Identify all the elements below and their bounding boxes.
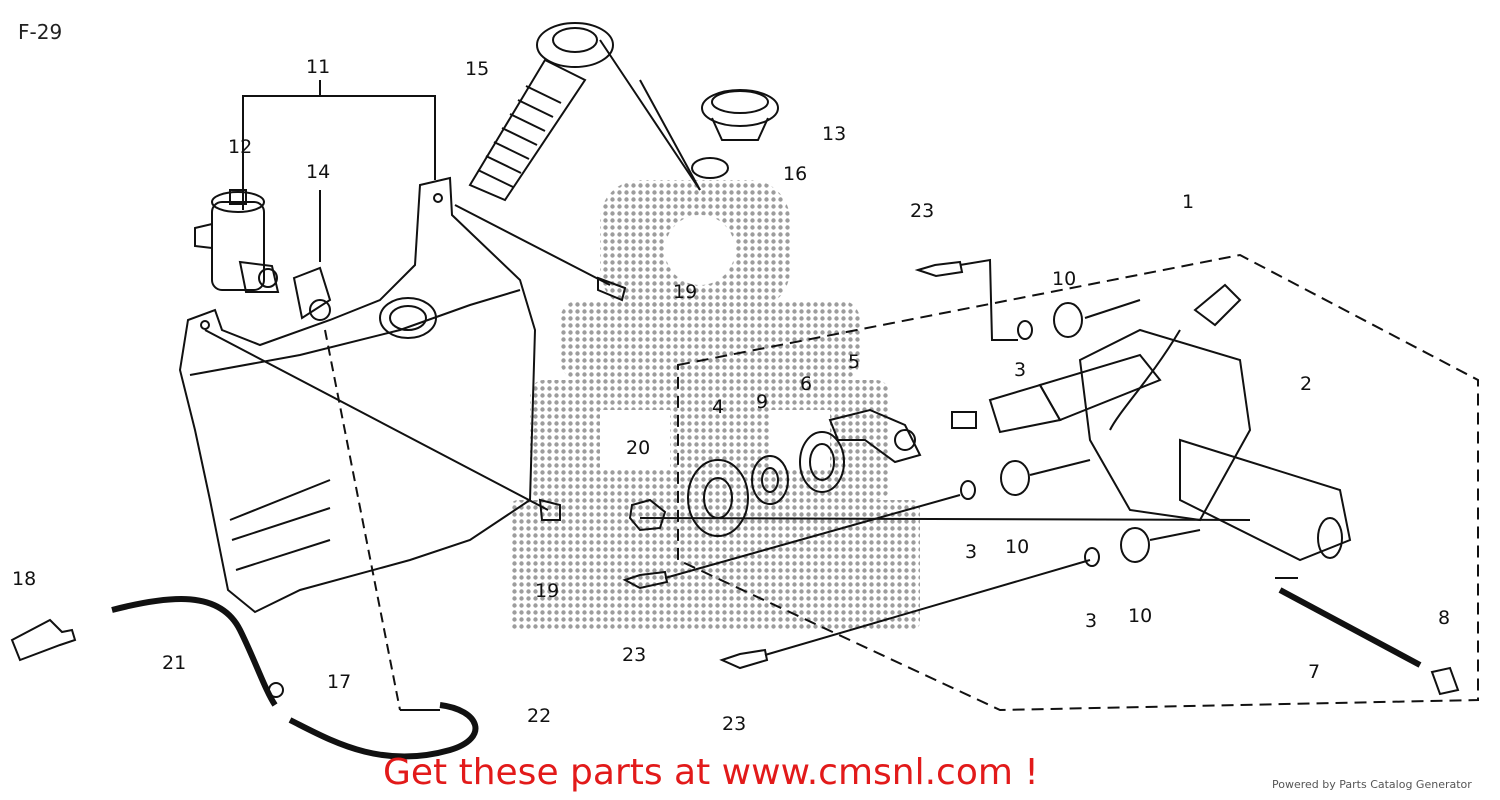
callout-20: 20 (626, 437, 650, 459)
callout-16: 16 (783, 163, 807, 185)
callout-23: 23 (722, 713, 746, 735)
washer-tank (178, 176, 537, 614)
callout-labels: 1 2 3 3 3 4 5 6 7 8 9 10 10 10 11 12 13 … (12, 56, 1450, 735)
tank-cap (701, 89, 779, 141)
pump-grommet (292, 266, 332, 321)
bolt-23-bottom (719, 648, 769, 670)
callout-19: 19 (673, 281, 697, 303)
hose-22 (288, 702, 479, 760)
callout-14: 14 (306, 161, 330, 183)
grommet-10-c (1120, 527, 1150, 563)
collar-3-b (960, 480, 976, 500)
bolt-19-lower (538, 498, 561, 521)
hose-21 (111, 596, 278, 707)
callout-15: 15 (465, 58, 489, 80)
collar-3-a (1017, 320, 1033, 340)
callout-10: 10 (1005, 536, 1029, 558)
callout-10: 10 (1128, 605, 1152, 627)
callout-21: 21 (162, 652, 186, 674)
washer-pump (194, 189, 280, 293)
watermark-logo (510, 180, 920, 630)
callout-18: 18 (12, 568, 36, 590)
grommet-10-b (1000, 460, 1030, 496)
callout-12: 12 (228, 136, 252, 158)
callout-11: 11 (306, 56, 330, 78)
callout-3: 3 (1014, 359, 1026, 381)
page-code: F-29 (18, 20, 63, 44)
callout-17: 17 (327, 671, 351, 693)
linework (10, 22, 1479, 760)
filler-neck-hose (468, 22, 614, 202)
joint-17 (268, 682, 284, 698)
wiper-motor (951, 283, 1352, 562)
bolt-19-upper (597, 276, 627, 302)
hose-7 (1278, 587, 1422, 668)
callout-8: 8 (1438, 607, 1450, 629)
callout-22: 22 (527, 705, 551, 727)
callout-13: 13 (822, 123, 846, 145)
callout-23: 23 (910, 200, 934, 222)
bearing-9 (751, 455, 789, 505)
stay-5 (828, 408, 922, 464)
callout-3: 3 (965, 541, 977, 563)
callout-23: 23 (622, 644, 646, 666)
nut-20 (628, 498, 667, 532)
callout-9: 9 (756, 391, 768, 413)
promo-banner-link[interactable]: Get these parts at www.cmsnl.com ! (383, 752, 1039, 793)
o-ring (691, 157, 729, 179)
seal-6 (799, 431, 845, 493)
bracket-11 (242, 95, 436, 210)
grommet-10-a (1053, 302, 1083, 338)
callout-3: 3 (1085, 610, 1097, 632)
callout-4: 4 (712, 396, 724, 418)
callout-19: 19 (535, 580, 559, 602)
tank-filler-neck (379, 297, 437, 339)
bolt-23-top (914, 260, 964, 278)
callout-2: 2 (1300, 373, 1312, 395)
collar-3-c (1084, 547, 1100, 567)
callout-1: 1 (1182, 191, 1194, 213)
callout-6: 6 (800, 373, 812, 395)
callout-7: 7 (1308, 661, 1320, 683)
callout-5: 5 (848, 351, 860, 373)
nozzle-8 (1430, 666, 1460, 696)
level-sensor-18 (10, 618, 77, 662)
powered-by-footer: Powered by Parts Catalog Generator (1272, 778, 1472, 791)
callout-10: 10 (1052, 268, 1076, 290)
assembly-outline-1 (677, 253, 1479, 712)
